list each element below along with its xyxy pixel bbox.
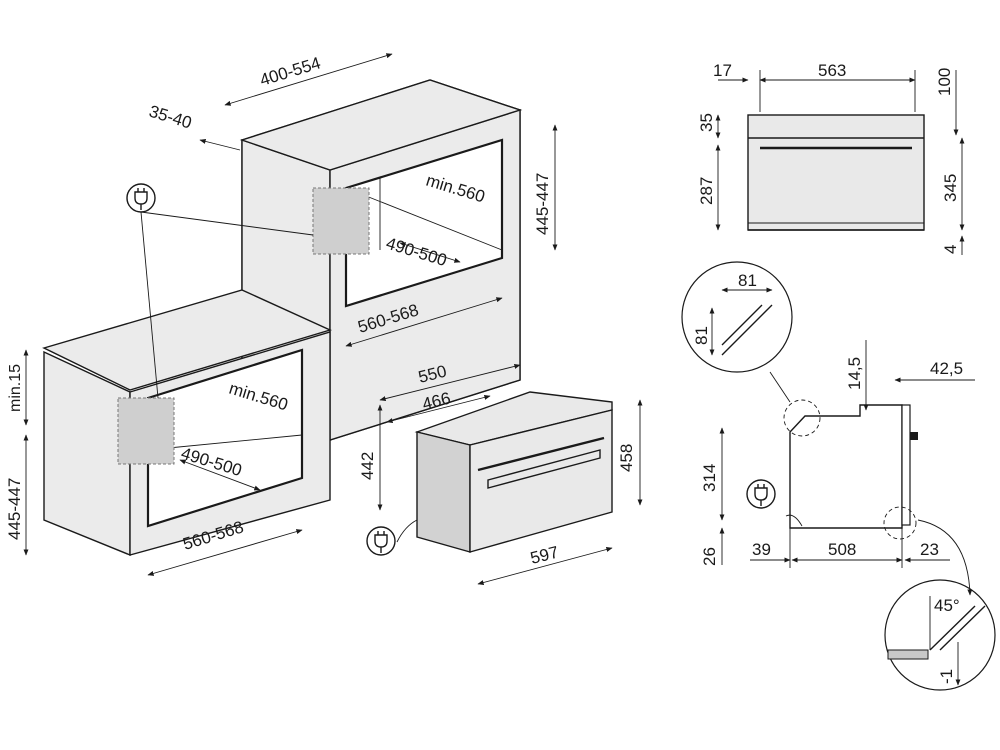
dim-314: 314 — [700, 464, 719, 492]
oven-front-view — [747, 114, 925, 231]
dim-23: 23 — [920, 540, 939, 559]
detail-circle-bottom: 45° -1 — [883, 506, 996, 691]
upper-niche-opening — [344, 138, 504, 308]
dim-597: 597 — [528, 543, 560, 568]
dim-upper-height: 445-447 — [533, 173, 552, 235]
oven-dimensions: 550 466 442 458 597 — [358, 362, 643, 585]
plug-icon-top — [126, 183, 314, 399]
dim-400-554: 400-554 — [258, 53, 323, 89]
dim-287: 287 — [697, 177, 716, 205]
dim-minus-1: -1 — [937, 669, 956, 684]
oven-side-view — [785, 404, 918, 529]
dim-81-w: 81 — [738, 271, 757, 290]
dim-lower-height: 445-447 — [5, 478, 24, 540]
dim-39: 39 — [752, 540, 771, 559]
dim-345: 345 — [941, 174, 960, 202]
detail-circle-top: 81 81 — [681, 261, 821, 437]
oven-3d — [396, 391, 613, 553]
dim-100: 100 — [935, 68, 954, 96]
dim-442: 442 — [358, 452, 377, 480]
front-view-dimensions: 17 563 100 35 287 345 4 — [697, 61, 965, 255]
dim-458: 458 — [617, 444, 636, 472]
plug-icon-oven — [366, 526, 396, 556]
dim-17: 17 — [713, 61, 732, 80]
dim-35: 35 — [697, 113, 716, 132]
upper-socket-zone — [312, 187, 370, 255]
dim-35-40: 35-40 — [147, 102, 194, 133]
dim-81-h: 81 — [692, 326, 711, 345]
lower-socket-zone — [117, 397, 175, 465]
dim-563: 563 — [818, 61, 846, 80]
dim-4: 4 — [941, 245, 960, 254]
side-view-dimensions: 14,5 42,5 314 26 39 508 23 — [700, 340, 975, 568]
plug-icon-side — [746, 479, 776, 509]
dim-42-5: 42,5 — [930, 359, 963, 378]
dim-45-deg: 45° — [934, 596, 960, 615]
dim-14-5: 14,5 — [845, 357, 864, 390]
dim-508: 508 — [828, 540, 856, 559]
lower-cabinet — [42, 289, 332, 557]
dim-min15: min.15 — [7, 364, 24, 412]
dim-26: 26 — [700, 547, 719, 566]
